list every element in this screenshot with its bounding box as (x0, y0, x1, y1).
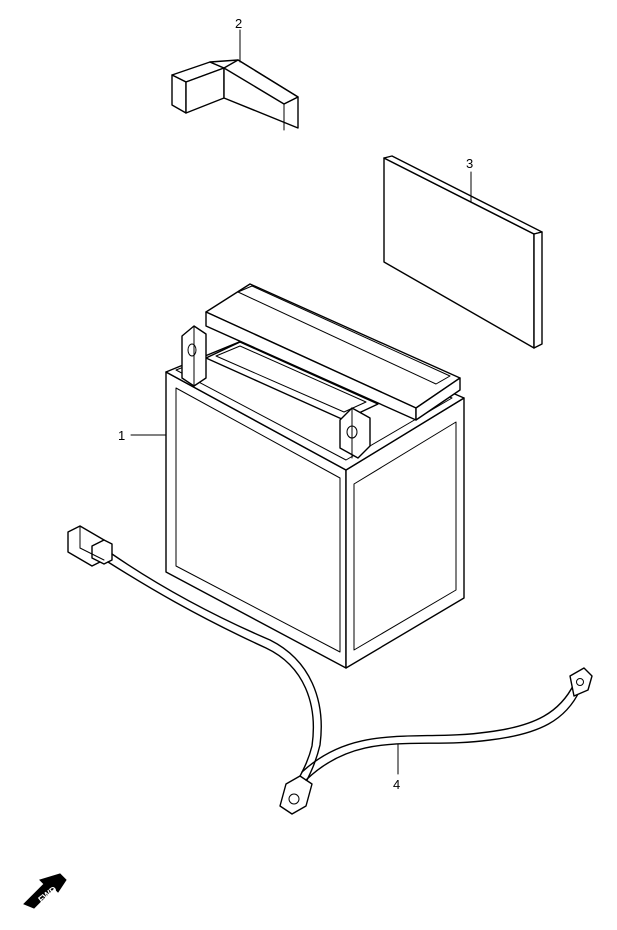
fwd-indicator: FWD (23, 873, 67, 909)
callout-pad: 3 (466, 156, 473, 171)
battery-pad (383, 155, 543, 349)
battery-cable (67, 525, 593, 815)
battery-bracket (171, 59, 299, 131)
arrow-left-down-icon (23, 873, 67, 909)
battery (165, 283, 465, 669)
callout-battery: 1 (118, 428, 125, 443)
callout-cable: 4 (393, 777, 400, 792)
callout-bracket: 2 (235, 16, 242, 31)
